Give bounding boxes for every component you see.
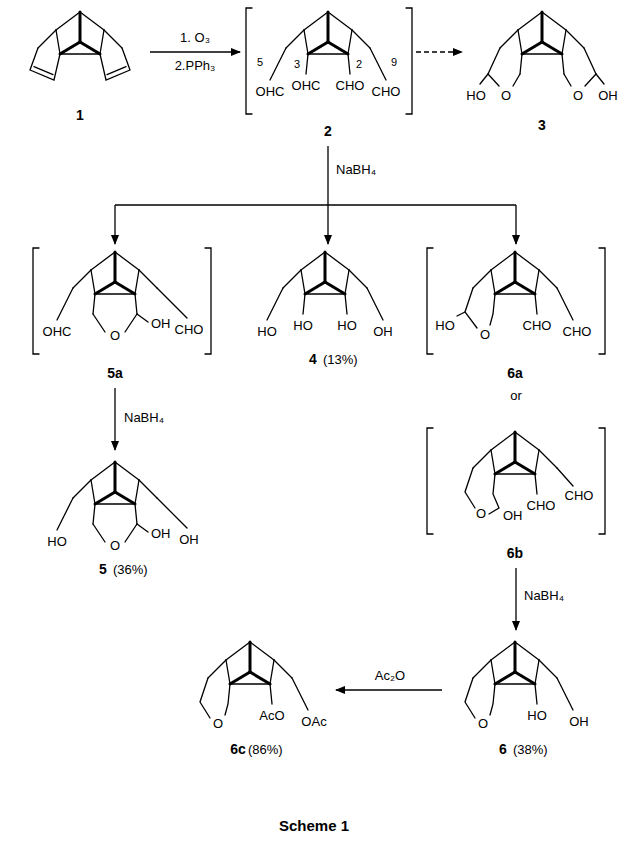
atom-label: OH: [151, 316, 171, 331]
compound-number: 6: [499, 742, 507, 757]
atom-label: OH: [569, 714, 589, 729]
atom-label: AcO: [259, 708, 284, 723]
reagent-label: NaBH₄: [524, 588, 564, 603]
compound-number: 5: [99, 562, 107, 577]
compound-number: 6c: [230, 742, 246, 757]
molecule-1: [30, 12, 130, 80]
atom-number: 9: [391, 56, 397, 69]
reaction-arrows: [115, 52, 516, 690]
molecule-6c: [200, 642, 308, 718]
atom-label: OHC: [256, 84, 285, 99]
molecule-4: [267, 252, 383, 320]
compound-number: 6a: [507, 366, 523, 381]
atom-label: OH: [151, 526, 171, 541]
molecule-6b: [427, 428, 605, 534]
molecule-6: [465, 642, 573, 718]
reagent-label: (86%): [248, 742, 283, 757]
molecule-6a: [427, 248, 605, 354]
atom-label: CHO: [175, 322, 204, 337]
atom-label: O: [213, 716, 223, 731]
reagent-label: (36%): [113, 562, 148, 577]
reagent-label: (38%): [513, 742, 548, 757]
atom-label: CHO: [523, 318, 552, 333]
reagent-label: NaBH₄: [336, 162, 376, 177]
compound-number: 2: [324, 124, 332, 139]
atom-label: OHC: [292, 78, 321, 93]
atom-number: 3: [294, 58, 300, 71]
atom-label: O: [478, 716, 488, 731]
reagent-label: 1. O₃: [180, 30, 210, 45]
compound-number: 1: [76, 108, 84, 123]
molecule-2: [246, 8, 412, 114]
reagent-label: Ac₂O: [375, 668, 405, 683]
atom-label: CHO: [527, 498, 556, 513]
scheme-caption: Scheme 1: [279, 818, 349, 833]
reagent-label: NaBH₄: [124, 410, 164, 425]
atom-number: 2: [356, 58, 362, 71]
reagent-label: 2.PPh₃: [175, 58, 216, 73]
atom-label: O: [110, 328, 120, 343]
compound-number: 5a: [107, 366, 123, 381]
atom-number: 5: [257, 56, 263, 69]
atom-label: HO: [293, 318, 313, 333]
atom-label: O: [573, 88, 583, 103]
atom-label: CHO: [372, 84, 401, 99]
reagent-label: (13%): [323, 352, 358, 367]
atom-label: OH: [373, 324, 393, 339]
atom-label: HO: [527, 708, 547, 723]
atom-label: HO: [47, 534, 67, 549]
compound-number: 6b: [507, 546, 523, 561]
molecule-3: [480, 12, 604, 86]
compound-number: 3: [538, 118, 546, 133]
molecule-5a: [33, 248, 211, 354]
atom-label: O: [501, 88, 511, 103]
atom-label: OH: [503, 508, 523, 523]
atom-label: OHC: [43, 324, 72, 339]
atom-label: O: [476, 506, 486, 521]
atom-label: HO: [337, 318, 357, 333]
atom-label: OAc: [301, 714, 326, 729]
atom-label: CHO: [563, 324, 592, 339]
atom-label: HO: [257, 324, 277, 339]
atom-label: CHO: [565, 488, 594, 503]
atom-label: O: [480, 327, 490, 342]
atom-label: HO: [435, 318, 455, 333]
atom-label: OH: [179, 532, 199, 547]
atom-label: CHO: [336, 78, 365, 93]
atom-label: OH: [598, 88, 618, 103]
compound-number: 4: [309, 352, 317, 367]
reagent-label: or: [510, 388, 522, 403]
atom-label: O: [110, 538, 120, 553]
molecule-5: [57, 462, 187, 542]
atom-label: HO: [466, 88, 486, 103]
